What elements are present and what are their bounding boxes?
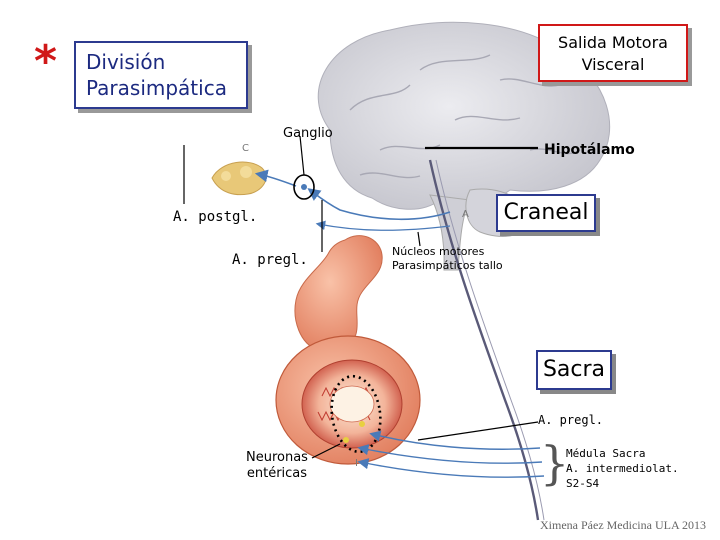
ganglion-dot	[301, 184, 307, 190]
a-postgl-label: A. postgl.	[173, 209, 258, 225]
page-title: División Parasimpática	[86, 49, 227, 101]
sacra-tag: Sacra	[536, 350, 612, 390]
cranial-postganglionic-fiber	[254, 169, 297, 187]
medula-brace: }	[540, 436, 570, 490]
gland-lobule	[221, 171, 231, 181]
nucleos-label: Núcleos motores Parasimpáticos tallo	[392, 245, 503, 273]
small-c-label: C	[242, 143, 249, 154]
gland-shape	[211, 161, 267, 196]
neuronas-label: Neuronas entéricas	[246, 450, 308, 482]
medula-line-1: Médula Sacra	[566, 447, 646, 460]
intestine-tube	[294, 235, 383, 352]
nucleos-line-2: Parasimpáticos tallo	[392, 259, 503, 272]
cranial-preganglionic-fiber	[307, 188, 451, 221]
neuronas-leader	[311, 443, 341, 459]
a-pregl-lower-label: A. pregl.	[538, 413, 604, 427]
neuronas-line-1: Neuronas	[246, 450, 308, 465]
nucleos-line-1: Núcleos motores	[392, 245, 485, 258]
enteric-ganglion	[359, 421, 365, 427]
sacral-fiber-3	[357, 458, 545, 478]
asterisk-mark: *	[34, 36, 58, 87]
medula-line-2: A. intermediolat.	[566, 462, 679, 475]
header-line-2: Visceral	[581, 55, 645, 74]
pregl-lower-leader	[417, 421, 539, 441]
hipotalamo-label: Hipotálamo	[544, 142, 635, 158]
title-box: División Parasimpática	[74, 41, 248, 109]
enteric-ganglion	[343, 437, 349, 443]
craneal-tag: Craneal	[496, 194, 596, 232]
gland-lobule	[240, 166, 252, 178]
neuronas-line-2: entéricas	[246, 466, 308, 481]
header-box-text: Salida Motora Visceral	[540, 32, 686, 76]
cranial-second-fiber	[315, 220, 451, 231]
colon-lumen	[329, 385, 375, 423]
credit-text: Ximena Páez Medicina ULA 2013	[540, 518, 706, 532]
title-line-2: Parasimpática	[86, 76, 227, 100]
brain-shape	[317, 21, 611, 210]
nucleos-leader	[417, 231, 421, 247]
small-a-label: A	[462, 209, 469, 220]
header-line-1: Salida Motora	[558, 33, 668, 52]
title-line-1: División	[86, 50, 166, 74]
header-box: Salida Motora Visceral	[538, 24, 688, 82]
sacral-fiber-2	[357, 444, 543, 464]
small-i-label: I	[355, 458, 358, 469]
ganglio-leader	[299, 135, 305, 176]
brain-gyri	[349, 54, 581, 179]
sacral-fiber-1	[369, 430, 541, 450]
medula-label: Médula Sacra A. intermediolat. S2-S4	[566, 446, 679, 491]
a-pregl-upper-label: A. pregl.	[232, 252, 308, 268]
ganglio-label: Ganglio	[283, 126, 333, 141]
brainstem-shape	[429, 194, 471, 271]
medula-line-3: S2-S4	[566, 477, 600, 490]
